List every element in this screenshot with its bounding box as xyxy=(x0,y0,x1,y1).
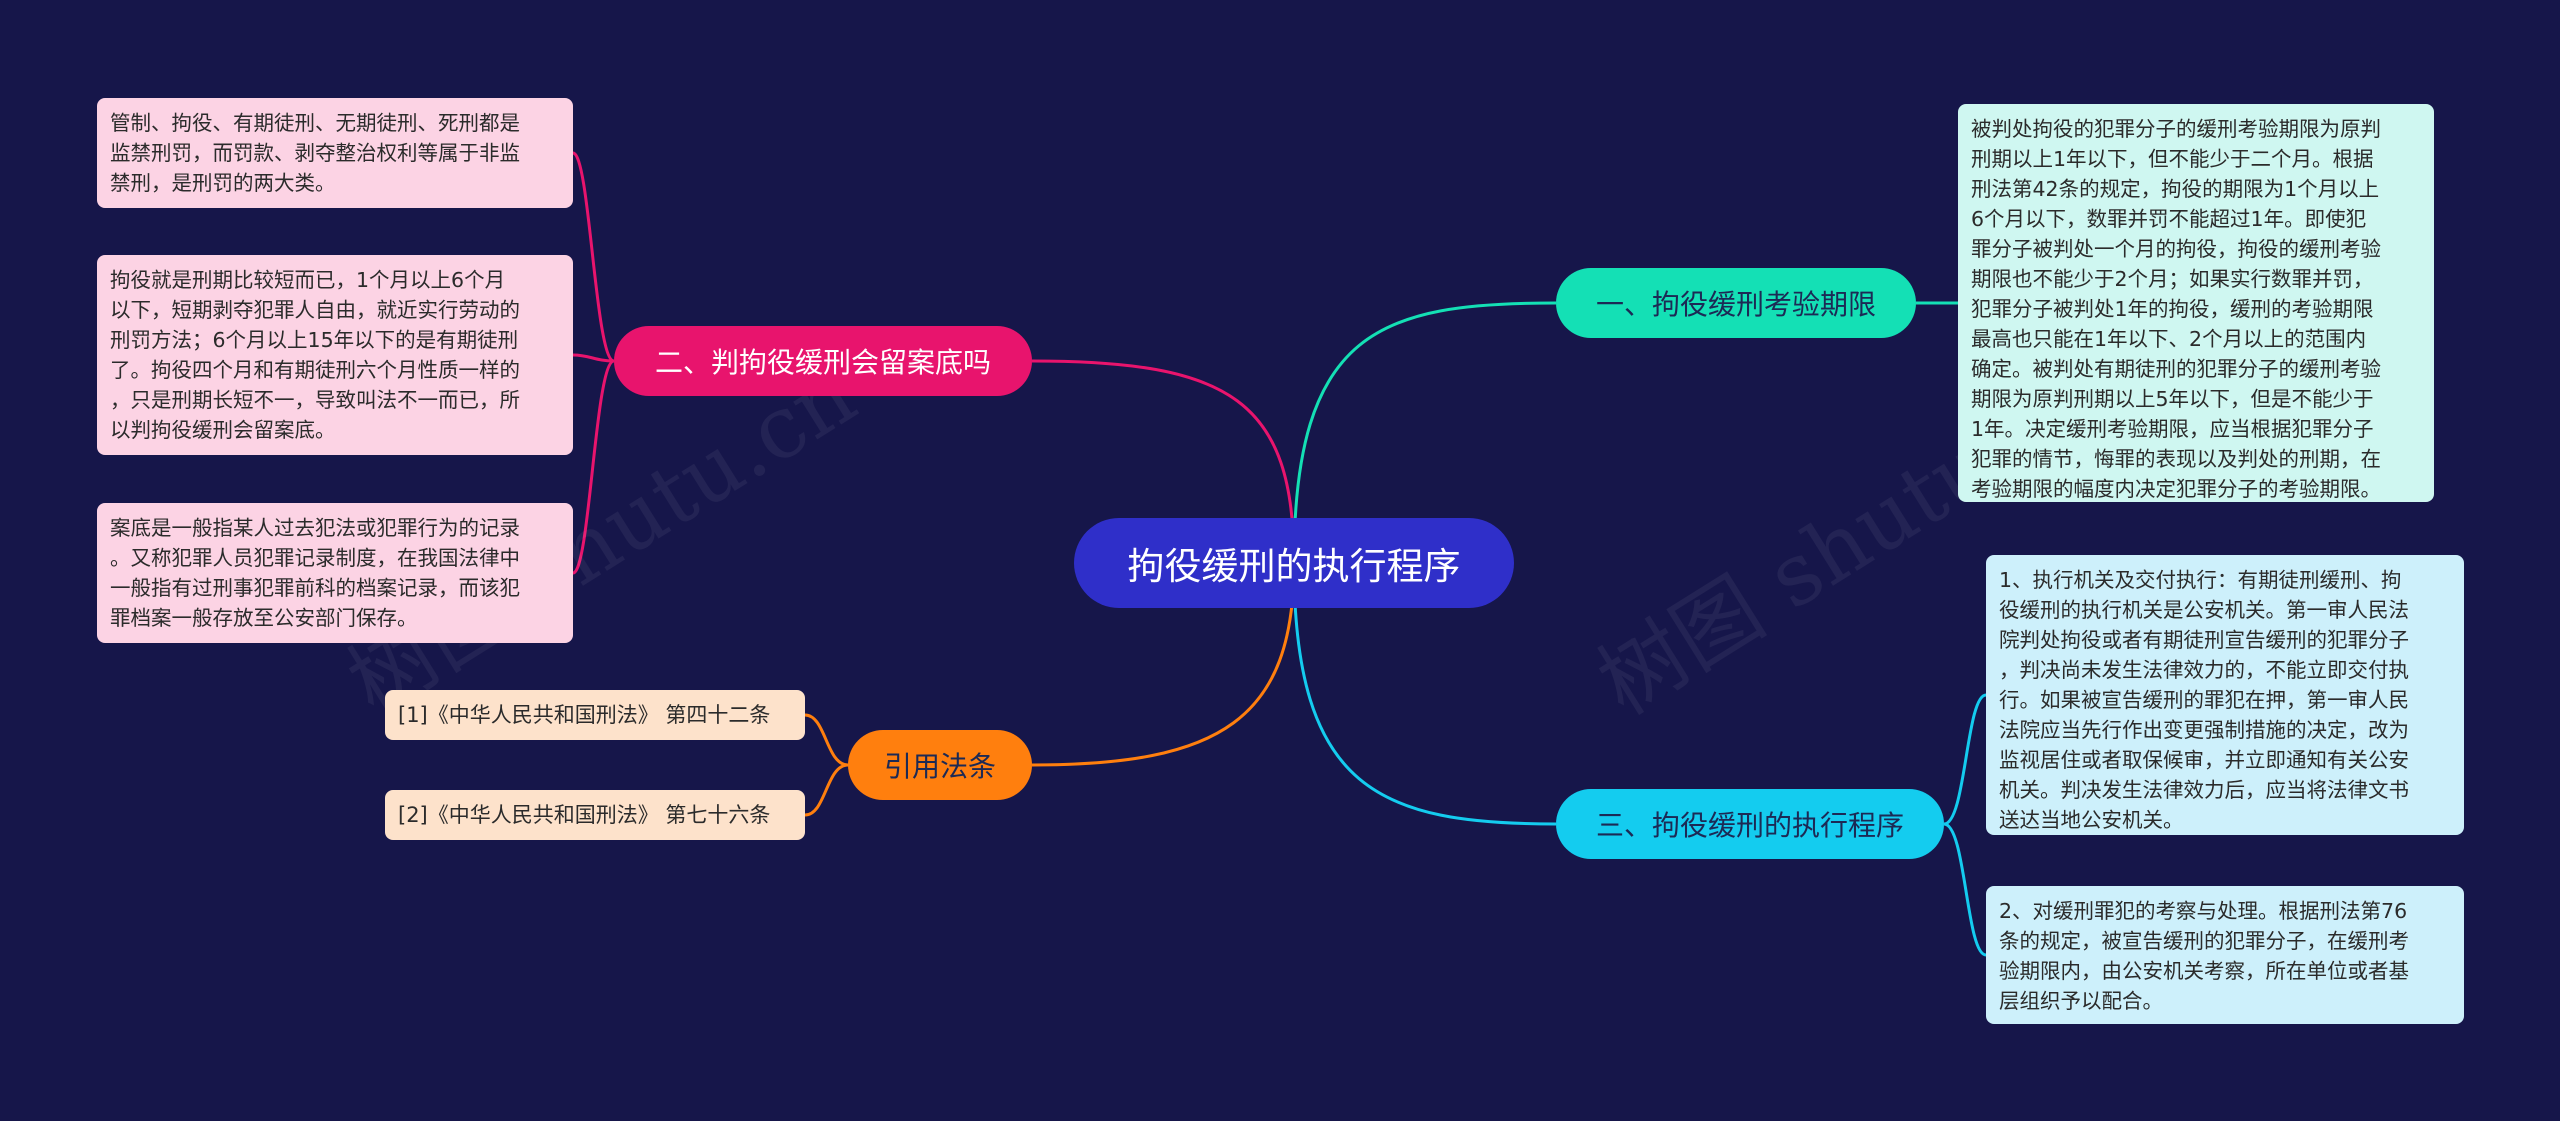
link-b2-leaf1 xyxy=(571,151,615,363)
link-root-b2 xyxy=(1031,359,1296,564)
link-b4-leaf2 xyxy=(804,763,849,817)
branch-execution-procedure[interactable]: 三、拘役缓刑的执行程序 xyxy=(1556,789,1944,859)
leaf-criminal-record-3[interactable]: 案底是一般指某人过去犯法或犯罪行为的记录 。又称犯罪人员犯罪记录制度，在我国法律… xyxy=(97,503,573,643)
link-root-b1 xyxy=(1292,301,1557,564)
leaf-execution-procedure-1[interactable]: 1、执行机关及交付执行：有期徒刑缓刑、拘 役缓刑的执行机关是公安机关。第一审人民… xyxy=(1986,555,2464,835)
link-b2-leaf3 xyxy=(571,359,615,575)
leaf-probation-period[interactable]: 被判处拘役的犯罪分子的缓刑考验期限为原判 刑期以上1年以下，但不能少于二个月。根… xyxy=(1958,104,2434,502)
link-root-b4 xyxy=(1031,562,1296,767)
link-b3-leaf1 xyxy=(1943,693,1987,826)
leaf-criminal-record-1[interactable]: 管制、拘役、有期徒刑、无期徒刑、死刑都是 监禁刑罚，而罚款、剥夺整治权利等属于非… xyxy=(97,98,573,208)
link-b3-leaf2 xyxy=(1943,822,1987,957)
leaf-criminal-record-2[interactable]: 拘役就是刑期比较短而已，1个月以上6个月 以下，短期剥夺犯罪人自由，就近实行劳动… xyxy=(97,255,573,455)
root-topic[interactable]: 拘役缓刑的执行程序 xyxy=(1074,518,1514,608)
leaf-cited-law-2[interactable]: [2]《中华人民共和国刑法》 第七十六条 xyxy=(385,790,805,840)
leaf-cited-law-1[interactable]: [1]《中华人民共和国刑法》 第四十二条 xyxy=(385,690,805,740)
link-b2-leaf2 xyxy=(572,353,615,363)
link-root-b3 xyxy=(1292,562,1557,826)
branch-cited-laws[interactable]: 引用法条 xyxy=(848,730,1032,800)
link-b4-leaf1 xyxy=(804,713,849,767)
branch-probation-period[interactable]: 一、拘役缓刑考验期限 xyxy=(1556,268,1916,338)
branch-criminal-record[interactable]: 二、判拘役缓刑会留案底吗 xyxy=(614,326,1032,396)
leaf-execution-procedure-2[interactable]: 2、对缓刑罪犯的考察与处理。根据刑法第76 条的规定，被宣告缓刑的犯罪分子，在缓… xyxy=(1986,886,2464,1024)
